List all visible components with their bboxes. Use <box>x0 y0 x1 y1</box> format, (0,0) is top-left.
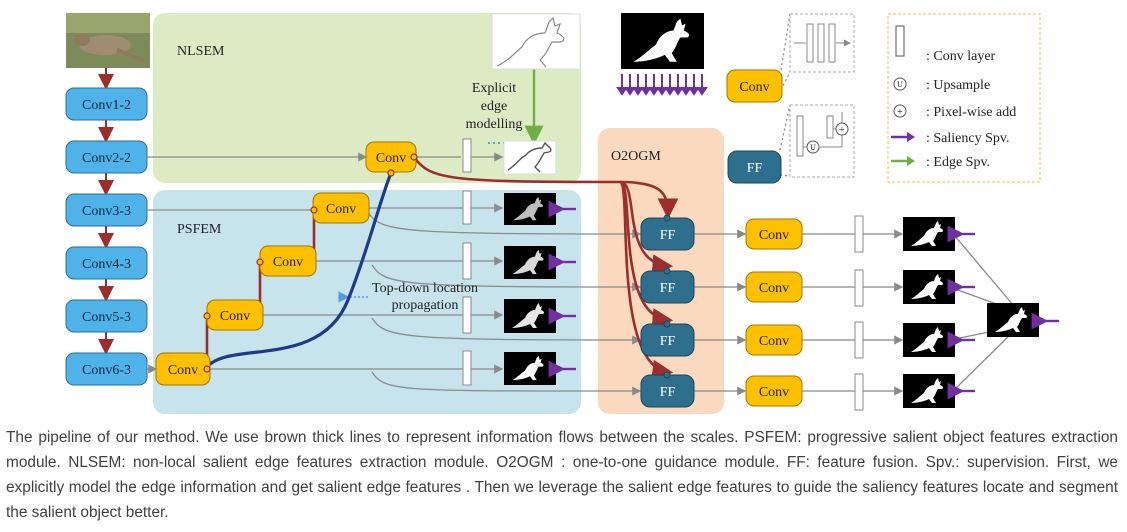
gt-down-arrows <box>616 74 708 96</box>
output-map-image <box>903 217 955 251</box>
conv-label: Conv <box>220 309 250 324</box>
ff-block: FF <box>640 267 695 304</box>
backbone-label: Conv1-2 <box>82 98 131 113</box>
legend-upsample-symbol: U <box>897 80 903 89</box>
ff-block-legend: FF <box>727 150 782 184</box>
backbone-block: Conv2-2 <box>65 140 148 174</box>
backbone-block: Conv5-3 <box>65 299 148 333</box>
junction-dots <box>203 153 418 373</box>
conv-block-psfem: Conv <box>312 192 370 224</box>
backbone-block: Conv1-2 <box>65 87 148 121</box>
conv-label: Conv <box>759 334 789 349</box>
input-image <box>66 13 150 68</box>
gray-connectors <box>147 13 1014 396</box>
backbone-label: Conv4-3 <box>82 257 131 272</box>
conv-label: Conv <box>759 385 789 400</box>
legend: : Conv layer U : Upsample + : Pixel-wise… <box>887 13 1041 183</box>
legend-conv-layer-swatch <box>895 25 905 57</box>
edge-label-line: edge <box>481 99 507 114</box>
conv-layer-bars <box>462 138 864 411</box>
conv-label: Conv <box>759 228 789 243</box>
backbone-block: Conv4-3 <box>65 246 148 280</box>
conv-block-psfem: Conv <box>206 299 264 331</box>
legend-add-symbol: + <box>897 107 903 118</box>
ff-label: FF <box>660 228 676 243</box>
backbone-block: Conv3-3 <box>65 193 148 227</box>
legend-saliency: : Saliency Spv. <box>926 131 1009 146</box>
backbone-label: Conv2-2 <box>82 151 131 166</box>
saliency-map-image <box>504 246 556 279</box>
conv-label: Conv <box>759 281 789 296</box>
edge-outline-image <box>491 13 581 70</box>
pipeline-diagram: NLSEM PSFEM O2OGM Conv1-2 Conv2-2 Conv3-… <box>65 13 1059 414</box>
conv-block-output: Conv <box>745 218 803 250</box>
saliency-map-image <box>504 352 556 385</box>
saliency-map-image <box>504 193 556 225</box>
ground-truth-image <box>621 13 704 69</box>
edge-label-line: modelling <box>466 117 523 132</box>
ff-inset-upsample-symbol: U <box>810 143 816 152</box>
ff-block: FF <box>640 371 695 408</box>
o2ogm-brown-flows <box>412 156 679 381</box>
figure-caption: The pipeline of our method. We use brown… <box>6 429 1118 521</box>
ff-block: FF <box>640 320 695 357</box>
conv-block-output: Conv <box>745 271 803 303</box>
conv-label: Conv <box>273 255 303 270</box>
ff-label: FF <box>660 385 676 400</box>
nlsem-label: NLSEM <box>177 44 225 59</box>
conv-block-psfem: Conv <box>259 245 317 277</box>
legend-conv-layer: : Conv layer <box>926 49 996 64</box>
psfem-label: PSFEM <box>177 222 222 237</box>
saliency-map-image <box>504 299 556 333</box>
conv-block-legend: Conv <box>726 69 783 103</box>
ff-detail-inset: + U <box>789 104 855 178</box>
fused-output-image <box>987 303 1039 337</box>
saliency-supervision-arrows <box>548 200 1059 400</box>
conv-label: Conv <box>739 80 769 95</box>
legend-add: : Pixel-wise add <box>926 105 1016 120</box>
topdown-label-line: Top-down location <box>372 281 478 296</box>
psfem-region <box>153 190 581 414</box>
legend-edge: : Edge Spv. <box>926 155 990 170</box>
ff-inset-add-symbol: + <box>839 125 845 136</box>
backbone-label: Conv5-3 <box>82 310 131 325</box>
backbone-label: Conv6-3 <box>82 363 131 378</box>
o2ogm-label: O2OGM <box>611 149 661 164</box>
conv-label: Conv <box>376 151 406 166</box>
backbone-block: Conv6-3 <box>65 352 148 386</box>
navy-flow <box>205 172 393 369</box>
edge-map-image <box>503 140 557 175</box>
conv-block-nlsem: Conv <box>365 141 417 173</box>
ff-label: FF <box>660 281 676 296</box>
conv-block-psfem: Conv <box>155 352 211 386</box>
legend-upsample: : Upsample <box>926 78 990 93</box>
nlsem-region <box>153 13 581 183</box>
output-map-image <box>903 270 955 304</box>
conv-label: Conv <box>168 363 198 378</box>
output-map-image <box>903 374 955 408</box>
ff-label: FF <box>660 334 676 349</box>
conv-detail-inset <box>789 13 855 73</box>
conv-block-output: Conv <box>745 324 803 356</box>
ff-block: FF <box>640 214 695 251</box>
edge-label-line: Explicit <box>472 81 516 96</box>
ff-label: FF <box>747 161 763 176</box>
backbone-label: Conv3-3 <box>82 204 131 219</box>
topdown-label-line: propagation <box>392 298 459 313</box>
conv-label: Conv <box>326 202 356 217</box>
conv-block-output: Conv <box>745 375 803 407</box>
output-map-image <box>903 323 955 357</box>
